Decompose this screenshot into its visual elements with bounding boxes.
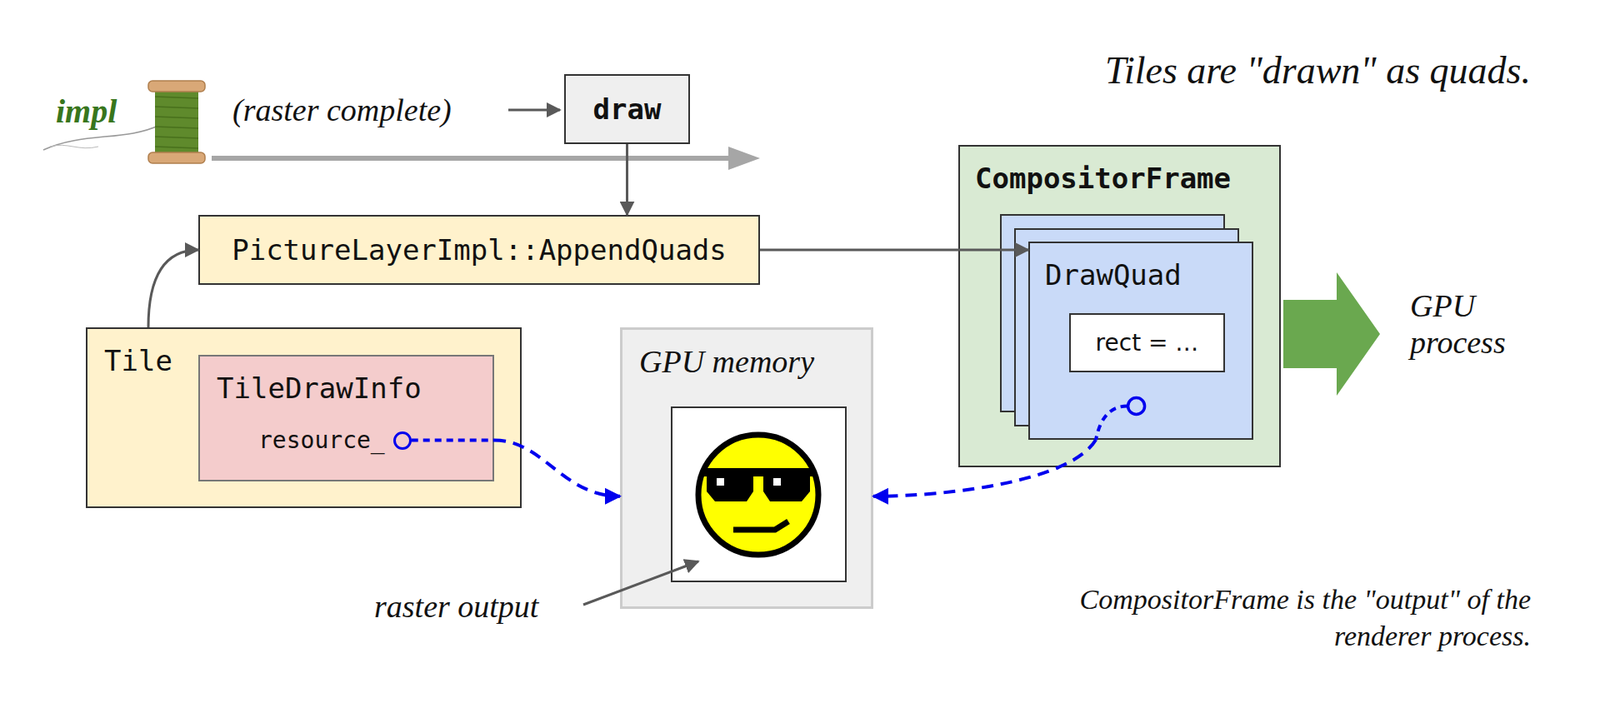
tile-box: TileTileDrawInfo resource_ — [85, 327, 522, 509]
pointer-lead — [1095, 406, 1128, 440]
box-heading: PictureLayerImpl::AppendQuads — [231, 233, 727, 267]
box-heading: DrawQuad — [1045, 258, 1182, 292]
raster-image — [671, 407, 846, 582]
diagram-caption: CompositorFrame is the "output" of the r… — [1030, 581, 1531, 655]
info-box: TileDrawInfo resource_ — [198, 355, 495, 482]
box-heading: TileDrawInfo — [216, 371, 422, 405]
box-heading: CompositorFrame — [975, 161, 1231, 195]
pointer-connector — [873, 440, 1096, 497]
trigger-arrow — [508, 109, 560, 112]
box-heading: Tile — [104, 344, 173, 378]
callout-label: raster output — [374, 588, 539, 625]
timeline-arrow — [211, 146, 760, 170]
function-box: PictureLayerImpl::AppendQuads — [198, 215, 760, 285]
destination-label: GPU process — [1410, 288, 1535, 361]
box-heading: draw — [593, 92, 662, 126]
box-heading: rect = … — [1095, 329, 1200, 357]
thread-label: impl — [55, 91, 117, 131]
field-row: resource_ — [258, 426, 476, 455]
field-box: rect = … — [1069, 313, 1225, 373]
leader-line — [583, 561, 699, 605]
flow-connector — [148, 250, 199, 328]
frame-box: CompositorFrameDrawQuad rect = … — [958, 145, 1281, 468]
pointer-connector — [494, 440, 620, 497]
diagram-title: Tiles are "drawn" as quads. — [1105, 48, 1531, 93]
process-box: draw — [564, 74, 690, 145]
thread-spool — [43, 80, 205, 164]
pointer-dot — [1128, 398, 1145, 415]
event-label: (raster complete) — [232, 91, 452, 129]
field-name: resource_ — [258, 426, 385, 455]
flow-connector — [760, 249, 1029, 252]
pointer-dot — [393, 431, 412, 450]
box-heading: GPU memory — [639, 343, 815, 380]
flow-connector — [625, 144, 629, 215]
pointer-lead — [411, 439, 495, 443]
output-arrow — [1283, 272, 1380, 396]
